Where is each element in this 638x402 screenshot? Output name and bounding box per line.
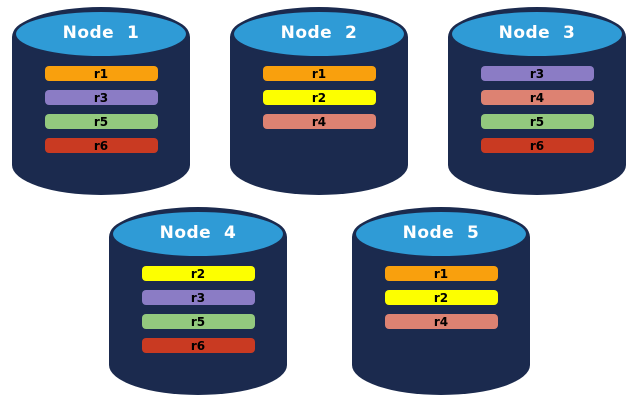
- replica-bar-r2: r2: [141, 266, 255, 281]
- node-title: Node 3: [498, 23, 576, 43]
- replica-bar-r6: r6: [141, 338, 255, 353]
- db-node-1: Node 1 r1 r3 r5 r6: [12, 5, 190, 195]
- node-title: Node 2: [280, 23, 358, 43]
- replica-bar-r2: r2: [384, 290, 498, 305]
- replica-bar-r3: r3: [480, 66, 594, 81]
- replica-list: r1 r2 r4: [230, 66, 408, 129]
- replica-bar-r5: r5: [141, 314, 255, 329]
- replica-bar-r1: r1: [44, 66, 158, 81]
- replica-bar-r5: r5: [480, 114, 594, 129]
- db-node-2: Node 2 r1 r2 r4: [230, 5, 408, 195]
- cylinder-top-ellipse: Node 2: [231, 9, 407, 59]
- cylinder-top-ellipse: Node 4: [110, 209, 286, 259]
- replica-bar-r1: r1: [384, 266, 498, 281]
- replica-bar-r6: r6: [44, 138, 158, 153]
- replica-bar-r4: r4: [384, 314, 498, 329]
- db-node-4: Node 4 r2 r3 r5 r6: [109, 205, 287, 395]
- replica-bar-r5: r5: [44, 114, 158, 129]
- replica-bar-r4: r4: [480, 90, 594, 105]
- replica-list: r2 r3 r5 r6: [109, 266, 287, 353]
- replica-bar-r6: r6: [480, 138, 594, 153]
- cylinder-top-ellipse: Node 3: [449, 9, 625, 59]
- replica-list: r3 r4 r5 r6: [448, 66, 626, 153]
- replica-list: r1 r2 r4: [352, 266, 530, 329]
- replica-bar-r1: r1: [262, 66, 376, 81]
- cylinder-top-ellipse: Node 1: [13, 9, 189, 59]
- replica-bar-r3: r3: [141, 290, 255, 305]
- replica-bar-r3: r3: [44, 90, 158, 105]
- node-title: Node 5: [402, 223, 480, 243]
- node-title: Node 4: [159, 223, 237, 243]
- db-node-3: Node 3 r3 r4 r5 r6: [448, 5, 626, 195]
- replica-bar-r2: r2: [262, 90, 376, 105]
- cylinder-top-ellipse: Node 5: [353, 209, 529, 259]
- db-node-5: Node 5 r1 r2 r4: [352, 205, 530, 395]
- replica-list: r1 r3 r5 r6: [12, 66, 190, 153]
- node-title: Node 1: [62, 23, 140, 43]
- replica-bar-r4: r4: [262, 114, 376, 129]
